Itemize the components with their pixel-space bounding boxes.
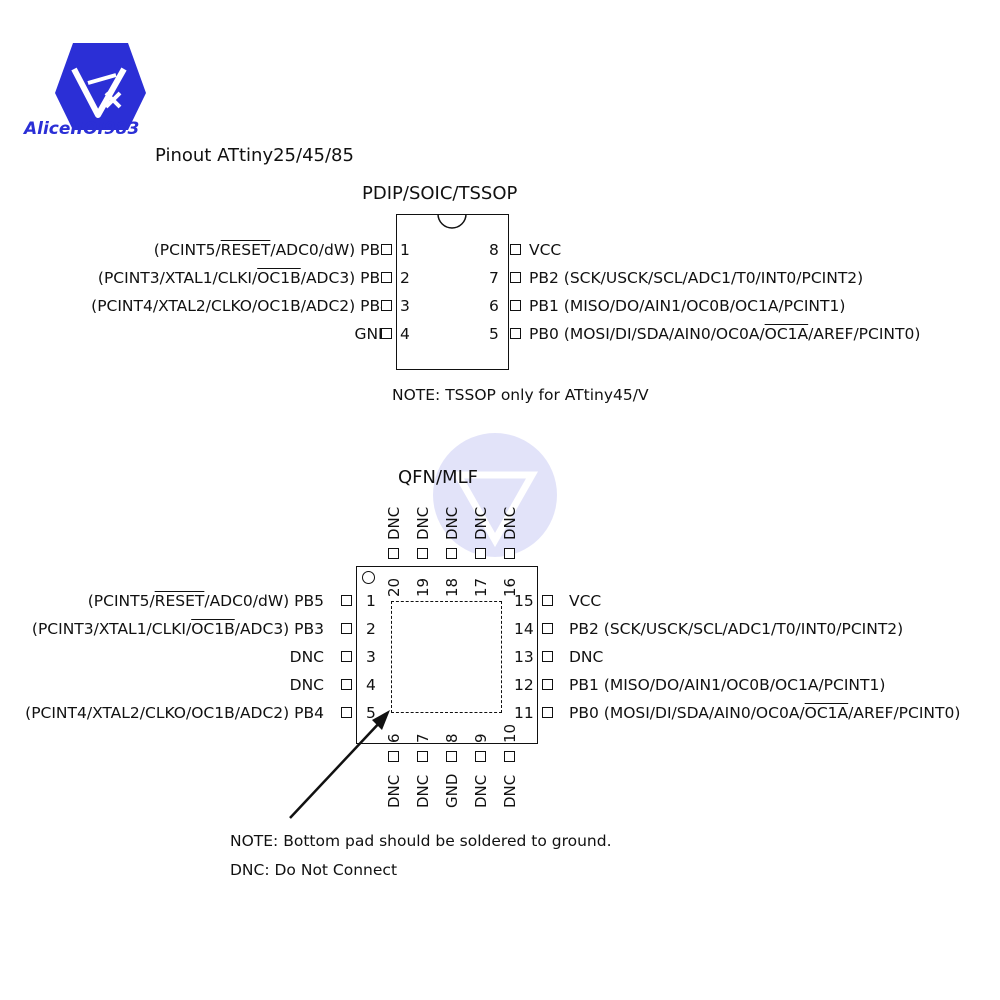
qfn-pin-number-10: 10 bbox=[501, 723, 519, 743]
qfn-pin-label-15: VCC bbox=[569, 592, 602, 610]
qfn-top-pin-name-19: DNC bbox=[414, 506, 432, 540]
qfn-pin-label-13: DNC bbox=[569, 648, 604, 666]
dip-pin-pad-6 bbox=[510, 300, 521, 311]
qfn-pin-pad-14 bbox=[542, 623, 553, 634]
qfn-bottom-pin-name-10: DNC bbox=[501, 774, 519, 808]
dip-pin-number-7: 7 bbox=[489, 269, 499, 287]
qfn-note-dnc: DNC: Do Not Connect bbox=[230, 861, 398, 879]
qfn-bottom-pin-name-7: DNC bbox=[414, 774, 432, 808]
qfn-pin-pad-15 bbox=[542, 595, 553, 606]
dip-note: NOTE: TSSOP only for ATtiny45/V bbox=[392, 386, 649, 404]
qfn-pin-number-13: 13 bbox=[514, 648, 534, 666]
qfn-pin-number-11: 11 bbox=[514, 704, 534, 722]
qfn-pin-number-19: 19 bbox=[414, 577, 432, 597]
qfn-pin-label-12: PB1 (MISO/DO/AIN1/OC0B/OC1A/PCINT1) bbox=[569, 676, 886, 694]
qfn-pin-label-11: PB0 (MOSI/DI/SDA/AIN0/OC0A/OC1A/AREF/PCI… bbox=[569, 704, 961, 722]
qfn-top-pin-name-17: DNC bbox=[472, 506, 490, 540]
dip-package-label: PDIP/SOIC/TSSOP bbox=[362, 183, 518, 204]
qfn-pin-number-18: 18 bbox=[443, 577, 461, 597]
qfn-pin-label-4: DNC bbox=[289, 676, 324, 694]
dip-pin-number-5: 5 bbox=[489, 325, 499, 343]
qfn-bottom-pin-name-8: GND bbox=[443, 773, 461, 808]
dip-pin-number-4: 4 bbox=[400, 325, 410, 343]
dip-pin-pad-2 bbox=[381, 272, 392, 283]
qfn-pin-number-15: 15 bbox=[514, 592, 534, 610]
qfn-pin-number-2: 2 bbox=[366, 620, 376, 638]
dip-pin-number-3: 3 bbox=[400, 297, 410, 315]
qfn-pin-number-20: 20 bbox=[385, 577, 403, 597]
brand-logo-icon bbox=[55, 43, 146, 130]
qfn-pin-pad-5 bbox=[341, 707, 352, 718]
dip-pin-label-7: PB2 (SCK/USCK/SCL/ADC1/T0/INT0/PCINT2) bbox=[529, 269, 864, 287]
qfn-pin-pad-2 bbox=[341, 623, 352, 634]
qfn-pin-number-17: 17 bbox=[472, 577, 490, 597]
dip-pin-number-1: 1 bbox=[400, 241, 410, 259]
qfn-pin-pad-20 bbox=[388, 548, 399, 559]
qfn-pin-pad-7 bbox=[417, 751, 428, 762]
qfn-pin-pad-12 bbox=[542, 679, 553, 690]
qfn-pin-pad-16 bbox=[504, 548, 515, 559]
qfn-exposed-pad bbox=[391, 601, 502, 713]
qfn-pin-pad-10 bbox=[504, 751, 515, 762]
watermark-logo-icon bbox=[433, 433, 557, 557]
qfn-pin-pad-3 bbox=[341, 651, 352, 662]
qfn-note-bottom-pad: NOTE: Bottom pad should be soldered to g… bbox=[230, 832, 612, 850]
qfn-chip-body bbox=[356, 566, 538, 744]
qfn-pin-number-1: 1 bbox=[366, 592, 376, 610]
dip-pin-pad-8 bbox=[510, 244, 521, 255]
dip-notch-icon bbox=[437, 214, 467, 229]
qfn-pin-number-4: 4 bbox=[366, 676, 376, 694]
dip-pin-number-6: 6 bbox=[489, 297, 499, 315]
qfn-pin-number-5: 5 bbox=[366, 704, 376, 722]
brand-logo: AliceIIOI983 bbox=[24, 35, 158, 150]
qfn-top-pin-name-20: DNC bbox=[385, 506, 403, 540]
qfn-pin-pad-19 bbox=[417, 548, 428, 559]
qfn-pin-number-9: 9 bbox=[472, 733, 490, 743]
dip-pin-label-6: PB1 (MISO/DO/AIN1/OC0B/OC1A/PCINT1) bbox=[529, 297, 846, 315]
qfn-pin-number-14: 14 bbox=[514, 620, 534, 638]
qfn-pin-pad-6 bbox=[388, 751, 399, 762]
qfn-pin-pad-13 bbox=[542, 651, 553, 662]
dip-pin-pad-5 bbox=[510, 328, 521, 339]
dip-pin-label-3: (PCINT4/XTAL2/CLKO/OC1B/ADC2) PB4 bbox=[91, 297, 390, 315]
dip-pin-label-1: (PCINT5/RESET/ADC0/dW) PB5 bbox=[153, 241, 390, 259]
qfn-pin-pad-4 bbox=[341, 679, 352, 690]
dip-chip-body bbox=[396, 214, 509, 370]
dip-pin-number-8: 8 bbox=[489, 241, 499, 259]
qfn-pin1-marker-icon bbox=[362, 571, 375, 584]
qfn-pin-label-3: DNC bbox=[289, 648, 324, 666]
qfn-bottom-pin-name-9: DNC bbox=[472, 774, 490, 808]
qfn-pin-number-7: 7 bbox=[414, 733, 432, 743]
qfn-pin-label-14: PB2 (SCK/USCK/SCL/ADC1/T0/INT0/PCINT2) bbox=[569, 620, 904, 638]
watermark bbox=[420, 420, 570, 570]
page-title: Pinout ATtiny25/45/85 bbox=[155, 145, 354, 166]
bottom-pad-arrow-icon bbox=[289, 710, 390, 819]
qfn-pin-number-3: 3 bbox=[366, 648, 376, 666]
qfn-top-pin-name-16: DNC bbox=[501, 506, 519, 540]
qfn-pin-number-12: 12 bbox=[514, 676, 534, 694]
brand-logo-text: AliceIIOI983 bbox=[24, 119, 140, 139]
dip-pin-pad-4 bbox=[381, 328, 392, 339]
qfn-pin-label-5: (PCINT4/XTAL2/CLKO/OC1B/ADC2) PB4 bbox=[25, 704, 324, 722]
dip-pin-pad-7 bbox=[510, 272, 521, 283]
dip-pin-label-5: PB0 (MOSI/DI/SDA/AIN0/OC0A/OC1A/AREF/PCI… bbox=[529, 325, 921, 343]
qfn-pin-label-1: (PCINT5/RESET/ADC0/dW) PB5 bbox=[87, 592, 324, 610]
qfn-pin-pad-11 bbox=[542, 707, 553, 718]
qfn-pin-pad-18 bbox=[446, 548, 457, 559]
qfn-pin-number-8: 8 bbox=[443, 733, 461, 743]
qfn-top-pin-name-18: DNC bbox=[443, 506, 461, 540]
dip-pin-number-2: 2 bbox=[400, 269, 410, 287]
qfn-package-label: QFN/MLF bbox=[398, 467, 478, 488]
dip-pin-pad-3 bbox=[381, 300, 392, 311]
qfn-pin-pad-17 bbox=[475, 548, 486, 559]
dip-pin-pad-1 bbox=[381, 244, 392, 255]
qfn-pin-pad-1 bbox=[341, 595, 352, 606]
qfn-pin-label-2: (PCINT3/XTAL1/CLKI/OC1B/ADC3) PB3 bbox=[31, 620, 324, 638]
qfn-pin-pad-9 bbox=[475, 751, 486, 762]
dip-pin-label-2: (PCINT3/XTAL1/CLKI/OC1B/ADC3) PB3 bbox=[97, 269, 390, 287]
qfn-pin-pad-8 bbox=[446, 751, 457, 762]
dip-pin-label-8: VCC bbox=[529, 241, 562, 259]
